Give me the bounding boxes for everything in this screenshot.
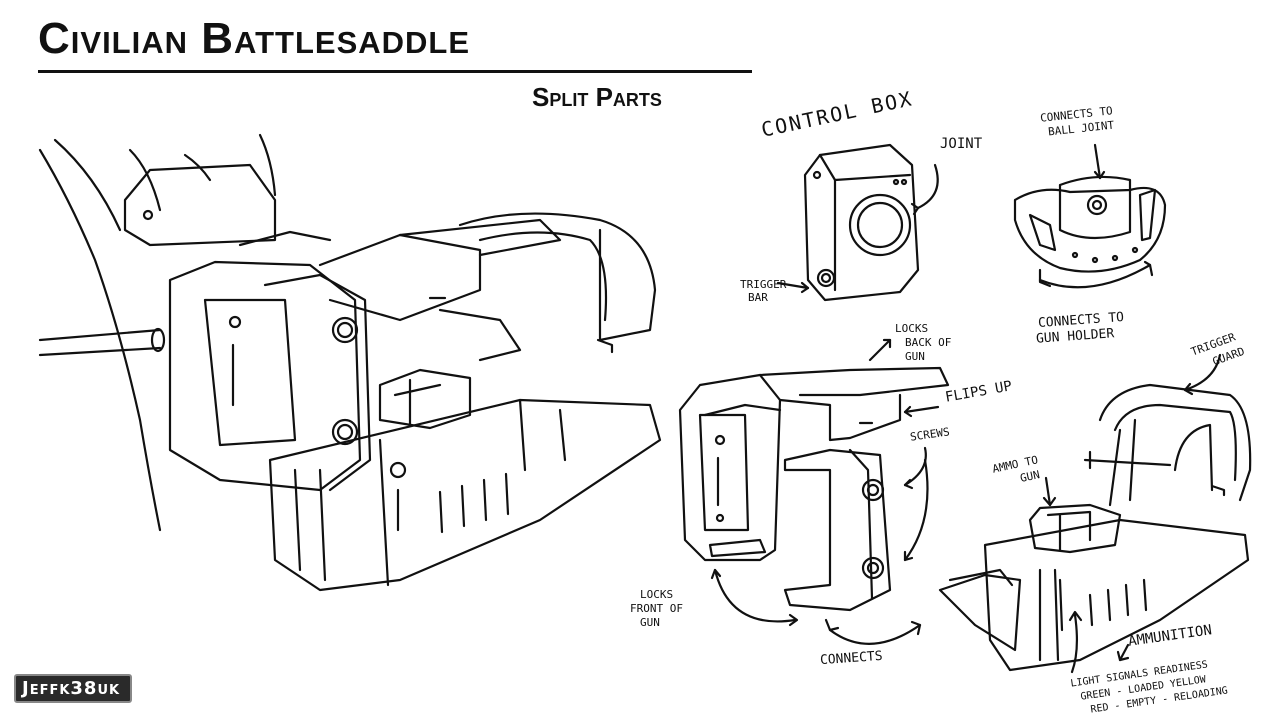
page-subtitle: Split Parts bbox=[532, 82, 662, 112]
assembled-battlesaddle-drawing bbox=[38, 133, 662, 592]
label-locks-back-line2: Back of bbox=[905, 336, 952, 349]
page-title: Civilian Battlesaddle bbox=[38, 14, 471, 63]
title-underline bbox=[38, 70, 752, 73]
gun-holder-drawing bbox=[1013, 143, 1167, 289]
label-locks-front-line1: Locks bbox=[640, 588, 674, 601]
label-trigger-bar-line2: Bar bbox=[748, 291, 768, 304]
control-box-drawing bbox=[776, 143, 939, 302]
label-trigger-bar-line1: Trigger bbox=[740, 278, 787, 291]
split-clamp-drawing bbox=[678, 338, 950, 645]
label-locks-front-line2: Front of bbox=[630, 602, 683, 615]
gun-body-drawing bbox=[938, 353, 1252, 674]
label-locks-front-line3: Gun bbox=[640, 616, 660, 629]
label-locks-back-line3: Gun bbox=[905, 350, 925, 363]
artist-signature: Jeffk38uk bbox=[14, 674, 133, 703]
label-joint: Joint bbox=[940, 136, 983, 152]
label-locks-back-line1: Locks bbox=[895, 322, 929, 335]
